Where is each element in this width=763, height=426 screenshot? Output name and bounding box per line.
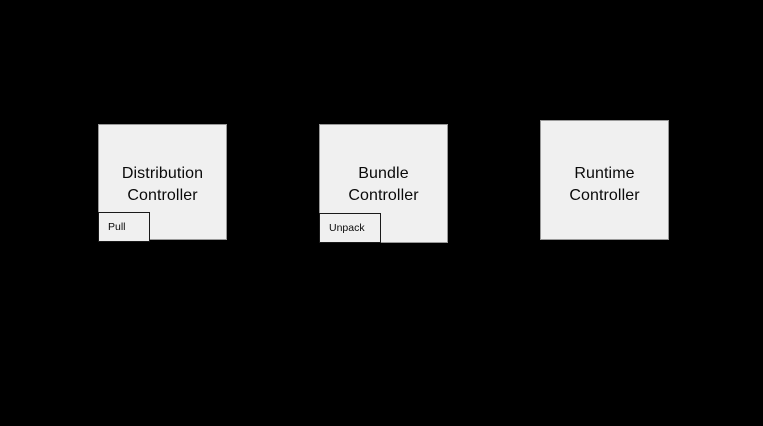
sub-node-pull[interactable]: Pull <box>98 212 150 242</box>
sub-node-pull-label: Pull <box>108 221 126 233</box>
sub-node-unpack[interactable]: Unpack <box>319 213 381 243</box>
node-runtime-controller[interactable]: Runtime Controller <box>540 120 669 240</box>
node-runtime-controller-label: Runtime Controller <box>569 165 640 204</box>
node-distribution-controller-label: Distribution Controller <box>121 165 204 204</box>
node-bundle-controller-label: Bundle Controller <box>348 165 419 204</box>
sub-node-unpack-label: Unpack <box>329 222 365 234</box>
